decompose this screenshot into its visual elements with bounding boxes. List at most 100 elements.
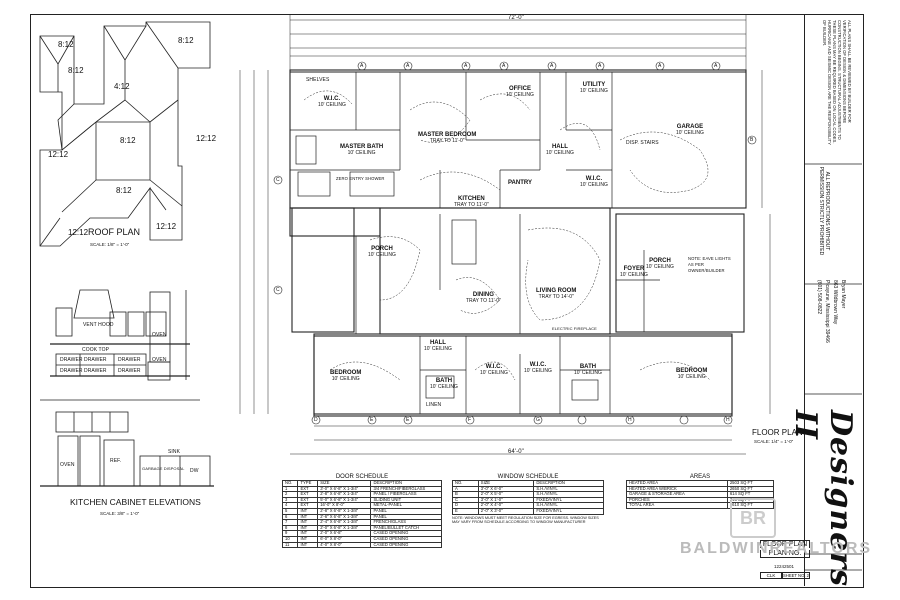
roof-plan-drawing [39, 21, 211, 247]
floor-plan-title: FLOOR PLAN [752, 428, 803, 437]
title-block-notes: ALL PLANS SHALL BE REVIEWED BY BUILDER F… [822, 20, 852, 145]
roof-plan-scale: SCALE: 1/8" = 1'-0" [90, 242, 130, 247]
grid-label: A [502, 63, 506, 69]
grid-label: A [658, 63, 662, 69]
roof-pitch: 12:12 [156, 222, 177, 231]
title-block [804, 14, 863, 586]
designer-logo: Designers II [788, 410, 858, 587]
elev-label: OVEN [152, 332, 167, 338]
grid-label: B [750, 137, 754, 143]
sheet-label: FLOOR PLAN [760, 540, 810, 548]
grid-label: A [550, 63, 554, 69]
grid-label: A [464, 63, 468, 69]
elev-label: DRAWER [60, 357, 83, 363]
window-tags [273, 61, 757, 425]
room-label: W.I.C.10' CEILING [580, 176, 608, 188]
areas-title: AREAS [689, 474, 711, 480]
roof-pitch: 8:12 [68, 66, 84, 75]
room-label: W.I.C.10' CEILING [318, 96, 346, 108]
grid-label: E [406, 417, 410, 423]
floor-plan-walls [289, 69, 747, 417]
reproduction-notice: ALL REPRODUCTIONS WITHOUT PERMISSION STR… [818, 166, 830, 256]
client-name: Bryan Mayer [840, 280, 846, 309]
linen-note: LINEN [426, 402, 442, 408]
elev-label: OVEN [60, 462, 75, 468]
grid-label: F [468, 417, 472, 423]
drawing-sheet [30, 14, 864, 588]
grid-label: A [406, 63, 410, 69]
kitchen-elevation-lower [40, 399, 214, 487]
grid-label: C [276, 287, 280, 293]
elev-label: VENT HOOD [83, 322, 114, 328]
grid-label: A [598, 63, 602, 69]
kitchen-elevations-title: KITCHEN CABINET ELEVATIONS [70, 497, 201, 507]
room-label: W.I.C.10' CEILING [480, 364, 508, 376]
client-address: 863 Wildbrown Way [832, 280, 838, 325]
grid-label: C [276, 177, 280, 183]
roof-pitch: 8:12 [116, 186, 132, 195]
room-label: W.I.C.10' CEILING [524, 362, 552, 374]
stairs-note: DISP. STAIRS [626, 140, 659, 146]
grid-label: A [714, 63, 718, 69]
grid-label: H [726, 417, 730, 423]
roof-pitch: 4:12 [114, 82, 130, 91]
elev-label: REF. [110, 458, 122, 464]
elev-label: DRAWER [84, 357, 107, 363]
door-schedule-title: DOOR SCHEDULE [335, 474, 389, 480]
client-phone: (601) 508-0822 [816, 280, 822, 315]
window-schedule-title: WINDOW SCHEDULE [497, 474, 559, 480]
kitchen-elevation-upper [50, 289, 190, 381]
elev-label: DW [190, 468, 199, 474]
elev-label: COOK TOP [82, 347, 110, 353]
elev-label: GARBAGE DISPOSAL [142, 466, 185, 471]
roof-pitch: 12:12 [68, 228, 89, 237]
window-schedule-note: NOTE: WINDOWS MUST MEET REGULATION SIZE … [452, 515, 599, 524]
elev-label: DRAWER [84, 368, 107, 374]
realtor-logo-icon: BR [730, 498, 776, 538]
shelves-note: SHELVES [306, 77, 330, 83]
watermark: BALDWINREALTORS [680, 540, 873, 557]
elev-label: SINK [168, 449, 181, 455]
plan-no: 12242501 [773, 564, 795, 569]
overall-bottom-dim: 64'-0" [508, 449, 524, 455]
roof-pitch: 12:12 [48, 150, 69, 159]
sheet-number: SHEET NO. 2 [782, 572, 810, 579]
grid-label: H [628, 417, 632, 423]
fireplace-note: ELECTRIC FIREPLACE [552, 326, 597, 331]
kitchen-elevations-scale: SCALE: 3/8" = 1'-0" [100, 511, 140, 516]
roof-pitch: 8:12 [120, 136, 136, 145]
grid-label: D [314, 417, 318, 423]
client-city: Picayune, Mississippi 39466 [824, 280, 830, 343]
plan-no-label: PLAN NO. [760, 550, 810, 558]
clk-label: CLK [760, 572, 782, 579]
floor-plan-scale: SCALE: 1/4" = 1'-0" [754, 439, 794, 444]
roof-plan-title: ROOF PLAN [88, 227, 141, 237]
electrical-wiring [303, 90, 711, 381]
